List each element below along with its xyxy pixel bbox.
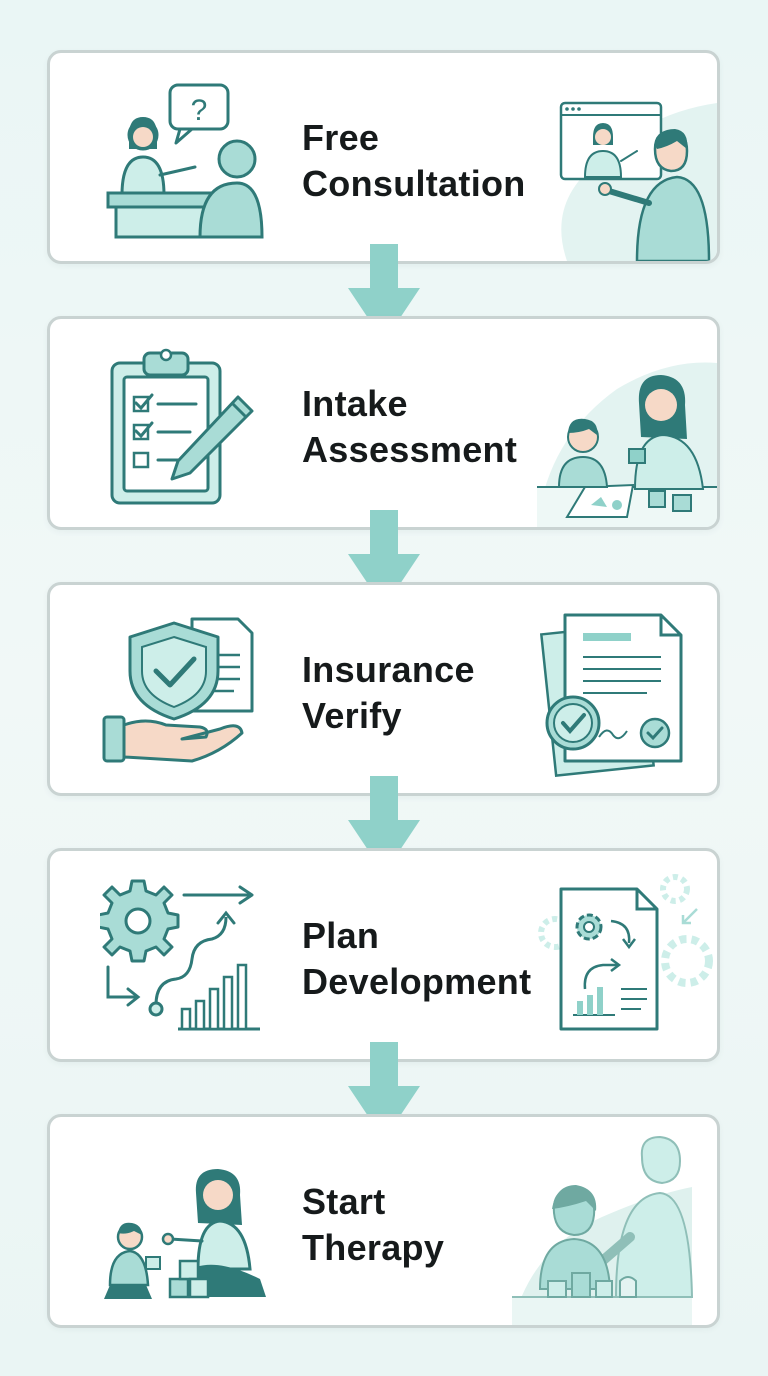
shield-document-hand-icon [102,617,254,763]
approved-document-icon [539,613,683,778]
gear-growth-chart-icon [100,879,260,1031]
step-title: Free Consultation [302,117,526,204]
arrow-down-icon [348,1042,420,1140]
svg-text:?: ? [191,94,208,127]
arrow-down-icon [348,244,420,342]
step-card-plan-development: Plan Development [47,848,720,1062]
plan-document-gears-icon [538,874,713,1031]
clipboard-checklist-icon [110,348,254,505]
step-card-intake-assessment: Intake Assessment [47,316,720,530]
therapist-child-play-icon [104,1169,266,1299]
step-card-insurance-verify: Insurance Verify [47,582,720,796]
step-title: Insurance Verify [302,649,475,736]
step-title: Start Therapy [302,1181,445,1268]
arrow-down-icon [348,776,420,874]
consultation-meeting-icon: ? [106,83,264,239]
arrow-down-icon [348,510,420,608]
step-title: Plan Development [302,915,532,1002]
step-card-free-consultation: ? Free Consultation [47,50,720,264]
child-assessment-icon [537,362,717,527]
step-card-start-therapy: Start Therapy [47,1114,720,1328]
adult-child-blocks-icon [512,1135,694,1325]
step-title: Intake Assessment [302,383,518,470]
video-call-icon [559,101,717,261]
